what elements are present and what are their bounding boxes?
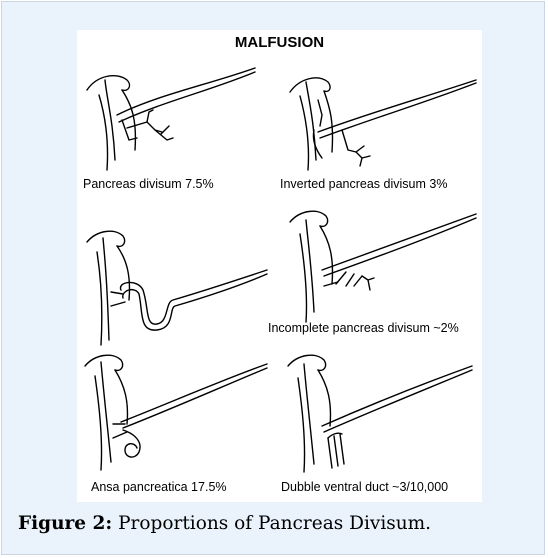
figure-caption: Figure 2: Proportions of Pancreas Divisu… — [18, 513, 538, 534]
label-dubble-ventral-duct: Dubble ventral duct ~3/10,000 — [281, 480, 448, 494]
label-inverted-pancreas-divisum: Inverted pancreas divisum 3% — [280, 177, 447, 191]
panel-dubble-ventral-duct: Dubble ventral duct ~3/10,000 — [282, 342, 482, 492]
label-ansa-pancreatica: Ansa pancreatica 17.5% — [91, 480, 227, 494]
label-incomplete-pancreas-divisum: Incomplete pancreas divisum ~2% — [268, 321, 459, 335]
figure-image: MALFUSION Pancreas divisum 7.5% — [77, 30, 482, 502]
figure-title: MALFUSION — [77, 34, 482, 51]
dubble-ventral-duct-drawing — [282, 342, 482, 492]
panel-inverted-pancreas-divisum: Inverted pancreas divisum 3% — [282, 60, 482, 210]
caption-text: Proportions of Pancreas Divisum. — [112, 513, 431, 534]
panel-incomplete-pancreas-divisum: Incomplete pancreas divisum ~2% — [282, 200, 482, 350]
label-pancreas-divisum: Pancreas divisum 7.5% — [83, 177, 214, 191]
caption-prefix: Figure 2: — [18, 513, 112, 534]
ansa-pancreatica-drawing — [77, 342, 277, 492]
panel-ansa-pancreatica: Ansa pancreatica 17.5% — [77, 342, 277, 492]
panel-pancreas-divisum: Pancreas divisum 7.5% — [77, 60, 277, 210]
